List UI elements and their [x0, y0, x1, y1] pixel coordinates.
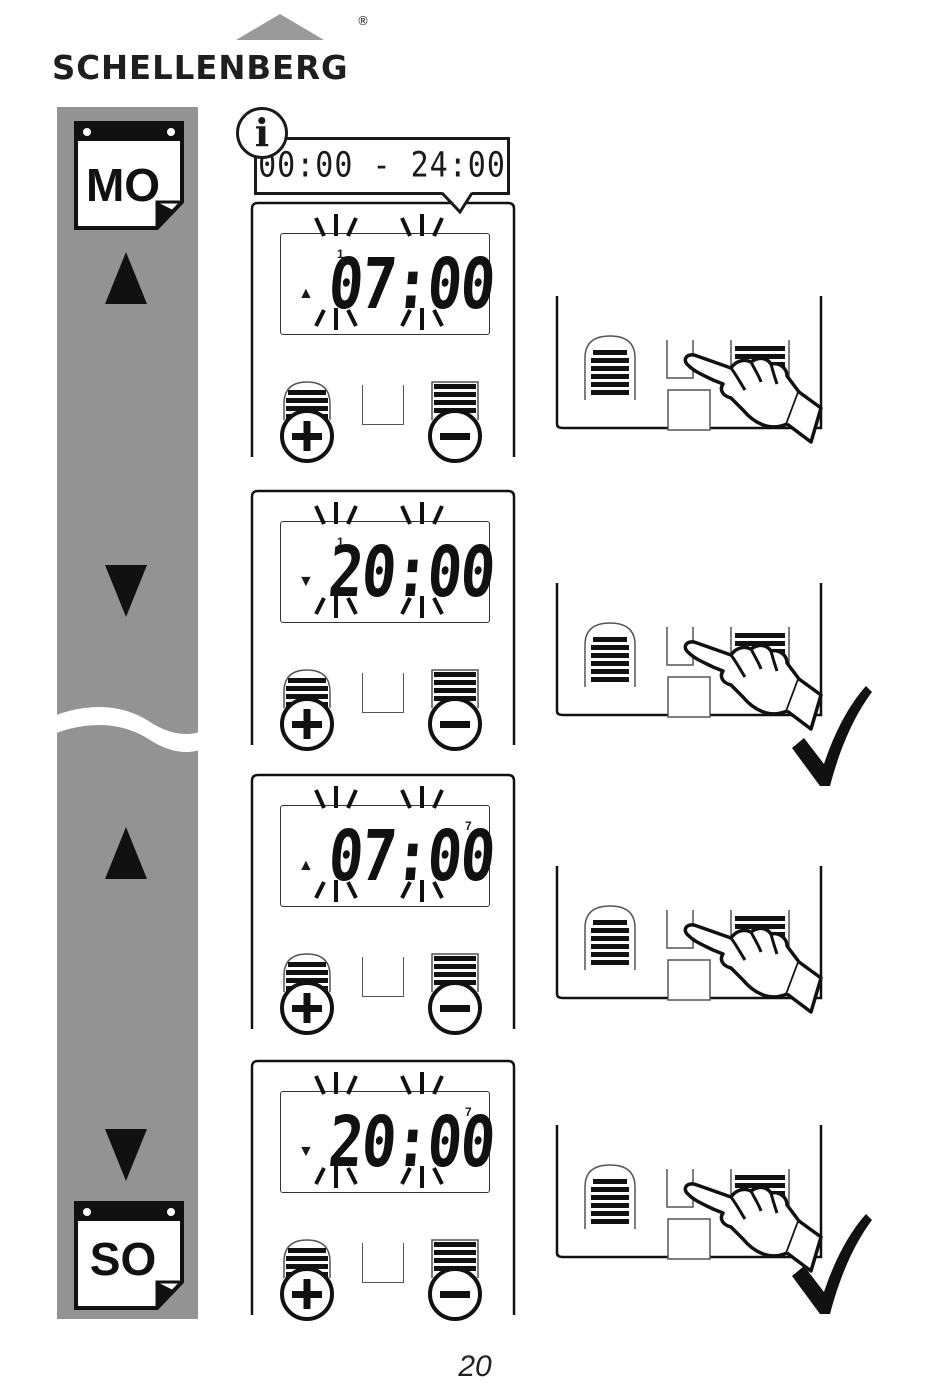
direction-indicator: ▲	[298, 857, 314, 874]
pointing-hand-icon	[683, 640, 823, 731]
arrow-down-icon	[103, 563, 149, 619]
arrow-up-icon	[103, 250, 149, 306]
stop-button[interactable]	[362, 385, 404, 425]
press-button-illustration	[555, 1125, 827, 1275]
direction-indicator: ▲	[298, 285, 314, 302]
press-button-illustration	[555, 583, 827, 733]
down-button[interactable]	[426, 948, 484, 1036]
device-frame	[250, 201, 516, 458]
stop-button[interactable]	[362, 673, 404, 713]
info-pointer	[440, 192, 474, 214]
device-frame	[250, 489, 516, 746]
press-button-illustration	[555, 866, 827, 1016]
pointing-hand-icon	[683, 923, 823, 1014]
calendar-start-icon: MO	[73, 120, 185, 232]
calendar-end-label: SO	[89, 1233, 157, 1285]
timer-display-panel: ▼ 7 20:00	[250, 1058, 518, 1321]
timer-display-panel: ▲ 1 07:00	[250, 200, 518, 463]
roof-icon	[236, 14, 324, 40]
up-button[interactable]	[278, 948, 336, 1036]
stop-button[interactable]	[362, 957, 404, 997]
registered-mark: ®	[357, 14, 369, 28]
press-button-illustration	[555, 296, 827, 446]
timer-display-panel: ▲ 7 07:00	[250, 772, 518, 1035]
pointing-hand-icon	[683, 353, 823, 444]
day-number: 7	[465, 819, 472, 833]
stop-button[interactable]	[362, 1243, 404, 1283]
calendar-end-icon: SO	[73, 1200, 185, 1312]
checkmark-icon	[790, 1212, 874, 1316]
down-button[interactable]	[426, 664, 484, 752]
arrow-up-icon	[103, 825, 149, 881]
arrow-down-icon	[103, 1127, 149, 1183]
direction-indicator: ▼	[298, 573, 314, 590]
up-button[interactable]	[278, 664, 336, 752]
shutter-up-icon	[584, 1164, 636, 1229]
pointing-hand-icon	[683, 1182, 823, 1273]
up-button[interactable]	[278, 376, 336, 464]
brand-logo: ® SCHELLENBERG	[52, 8, 369, 88]
lcd-screen: ▲ 7 07:00	[280, 805, 497, 907]
calendar-start-label: MO	[85, 159, 161, 211]
device-frame	[250, 1059, 516, 1316]
info-icon: i	[236, 107, 288, 159]
lcd-screen: ▼ 7 20:00	[280, 1091, 497, 1193]
brand-name: SCHELLENBERG	[52, 48, 349, 87]
shutter-up-icon	[584, 622, 636, 687]
page-number: 20	[458, 1350, 492, 1383]
down-button[interactable]	[426, 1234, 484, 1322]
shutter-up-icon	[584, 905, 636, 970]
checkmark-icon	[790, 684, 874, 788]
day-number: 1	[337, 247, 344, 261]
info-range-text: 00:00 - 24:00	[258, 145, 506, 186]
lcd-screen: ▲ 1 07:00	[280, 233, 497, 335]
shutter-up-icon	[584, 335, 636, 400]
device-frame	[250, 773, 516, 1030]
down-button[interactable]	[426, 376, 484, 464]
bar-break	[40, 707, 215, 752]
info-time-range: 00:00 - 24:00	[254, 137, 510, 195]
direction-indicator: ▼	[298, 1143, 314, 1160]
lcd-screen: ▼ 1 20:00	[280, 521, 497, 623]
up-button[interactable]	[278, 1234, 336, 1322]
day-number: 7	[465, 1105, 472, 1119]
timer-display-panel: ▼ 1 20:00	[250, 488, 518, 751]
day-number: 1	[337, 535, 344, 549]
